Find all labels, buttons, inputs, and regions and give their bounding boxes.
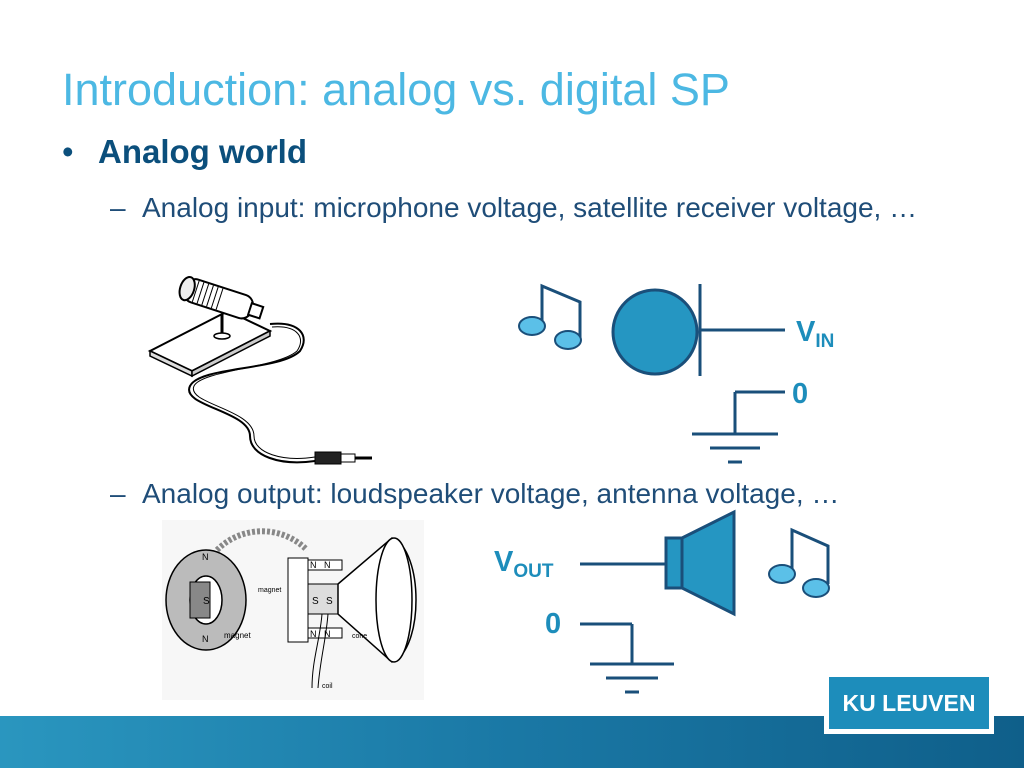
input-ground-label: 0 bbox=[792, 378, 809, 410]
bullet-text: Analog world bbox=[98, 133, 307, 170]
sub-bullet-marker: – bbox=[110, 192, 126, 223]
svg-text:S: S bbox=[203, 596, 210, 607]
music-note-icon bbox=[518, 283, 582, 350]
loudspeaker-symbol-circuit bbox=[580, 509, 736, 694]
vout-label: VOUT bbox=[494, 546, 554, 582]
svg-text:magnet: magnet bbox=[258, 587, 281, 594]
svg-text:N: N bbox=[324, 560, 331, 570]
svg-text:N: N bbox=[202, 552, 209, 562]
svg-text:coil: coil bbox=[322, 683, 333, 690]
bullet-analog-world: • Analog world bbox=[62, 133, 307, 171]
svg-text:N: N bbox=[202, 634, 209, 644]
ku-leuven-logo: KU LEUVEN bbox=[824, 672, 994, 734]
svg-text:S: S bbox=[326, 596, 333, 607]
sub-bullet-analog-input: – Analog input: microphone voltage, sate… bbox=[110, 190, 940, 226]
vin-label: VIN bbox=[796, 316, 835, 352]
output-ground-label: 0 bbox=[545, 608, 562, 640]
sub-bullet-text: Analog input: microphone voltage, satell… bbox=[142, 192, 918, 223]
bullet-marker: • bbox=[62, 133, 74, 170]
svg-text:magnet: magnet bbox=[224, 631, 251, 640]
sub-bullet-analog-output: – Analog output: loudspeaker voltage, an… bbox=[110, 476, 1010, 512]
sub-bullet-text: Analog output: loudspeaker voltage, ante… bbox=[142, 478, 840, 509]
svg-text:S: S bbox=[312, 596, 319, 607]
music-note-icon bbox=[768, 527, 830, 598]
svg-text:cone: cone bbox=[352, 633, 367, 640]
slide-title: Introduction: analog vs. digital SP bbox=[62, 64, 730, 115]
microphone-illustration bbox=[147, 275, 372, 465]
svg-text:N: N bbox=[310, 629, 317, 639]
svg-text:N: N bbox=[324, 629, 331, 639]
loudspeaker-illustration: S N N magnet N N N N S S magnet cone coi… bbox=[162, 520, 424, 700]
sub-bullet-marker: – bbox=[110, 478, 126, 509]
svg-text:N: N bbox=[310, 560, 317, 570]
logo-text: KU LEUVEN bbox=[829, 677, 989, 729]
microphone-symbol-circuit bbox=[611, 284, 785, 464]
